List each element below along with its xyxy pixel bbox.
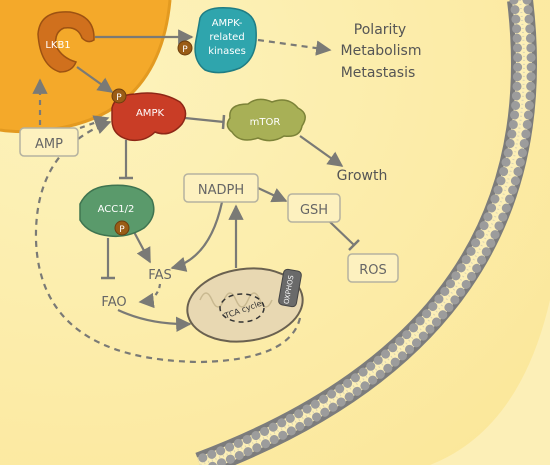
outcome-polarity: Polarity — [354, 22, 406, 38]
membrane-tail-region — [197, 0, 532, 465]
ampk-related-line-2: related — [209, 32, 244, 43]
arrow-mtor-to-growth — [299, 135, 344, 167]
extracellular-space — [430, 300, 550, 465]
arrow-ampk-related-to-outcomes — [257, 38, 332, 56]
mitochondrion-cristae — [199, 292, 273, 308]
phospho-ampk-label: P — [116, 93, 122, 103]
phospho-ampk-related-label: P — [182, 45, 188, 55]
ampk-label: AMPK — [136, 108, 164, 119]
arrow-acc-to-fas — [132, 229, 151, 264]
gsh-node: GSH — [287, 193, 341, 223]
nadph-node: NADPH — [183, 173, 259, 203]
ampk-related-kinases: AMPK- related kinases P — [177, 6, 257, 74]
amp-node: AMP — [19, 127, 79, 157]
ampk-shape — [111, 92, 187, 142]
fas-label: FAS — [148, 268, 171, 283]
inhibit-gsh-ros-bar — [348, 239, 360, 251]
inhibit-gsh-ros — [329, 221, 355, 246]
oxphos-complex — [278, 268, 302, 308]
membrane-outer-heads — [203, 0, 536, 465]
ros-label: ROS — [359, 263, 387, 278]
lkb1-label: LKB1 — [45, 40, 70, 51]
amp-box — [19, 127, 79, 157]
ros-node: ROS — [347, 253, 399, 283]
outcome-metabolism: Metabolism — [341, 43, 422, 59]
mtor-label: mTOR — [250, 117, 281, 128]
tca-cycle-loop — [219, 293, 265, 323]
ampk-related-shape — [194, 6, 257, 74]
phospho-acc — [114, 220, 130, 236]
arrow-lkb1-to-ampk — [76, 66, 114, 93]
mtor-protein: mTOR — [226, 98, 306, 142]
membrane-inner-heads — [192, 0, 523, 465]
arrow-mito-feedback-to-ampk — [34, 119, 302, 364]
nadph-label: NADPH — [198, 183, 244, 198]
acc-label: ACC1/2 — [98, 204, 135, 215]
acc-protein: ACC1/2 P — [79, 184, 155, 238]
arrow-nadph-to-gsh — [257, 187, 288, 203]
ampk-related-line-3: kinases — [208, 46, 246, 57]
phospho-ampk — [111, 88, 127, 104]
ros-box — [347, 253, 399, 283]
ampk-related-line-1: AMPK- — [212, 18, 243, 29]
gsh-label: GSH — [300, 203, 328, 218]
plasma-membrane — [192, 0, 537, 465]
inhibit-ampk-mtor — [184, 116, 225, 124]
outcome-growth: Growth — [337, 168, 388, 184]
phospho-ampk-related — [177, 40, 193, 56]
arrow-fas-to-fao — [138, 283, 162, 309]
phospho-acc-label: P — [119, 225, 125, 235]
lkb1-protein: LKB1 — [37, 11, 95, 73]
fao-label: FAO — [101, 295, 126, 310]
mitochondrion: TCA cycle OXPHOS — [186, 267, 304, 343]
arrow-fao-to-mito — [117, 309, 192, 333]
acc-shape — [79, 184, 155, 238]
nadph-box — [183, 173, 259, 203]
amp-label: AMP — [35, 137, 63, 152]
mtor-shape — [226, 98, 306, 142]
outcome-metastasis: Metastasis — [341, 65, 416, 81]
ampk-protein: AMPK P — [111, 88, 187, 142]
inhibit-ampk-mtor-bar — [221, 114, 226, 130]
lkb1-shape — [37, 11, 95, 73]
gsh-box — [287, 193, 341, 223]
arrow-nadph-to-fas — [170, 201, 224, 272]
